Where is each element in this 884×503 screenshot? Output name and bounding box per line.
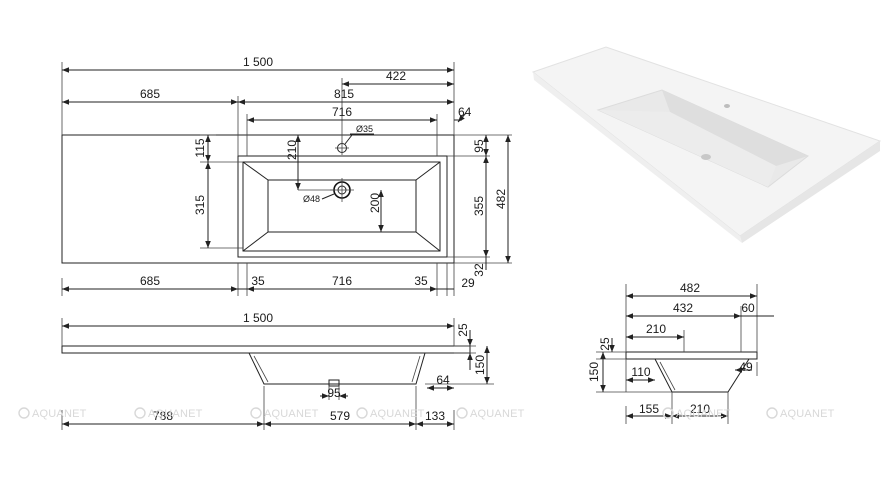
dim-right-mid: 355: [472, 196, 486, 216]
top-dimensions: 1 500 422 685 815 716 64 Ø35 210 Ø48 200…: [61, 55, 512, 277]
dim-side-210b: 210: [690, 402, 710, 416]
dim-tap-offset: 210: [285, 140, 299, 160]
dim-basin-depth: 315: [193, 195, 207, 215]
dim-side-60: 60: [741, 301, 755, 315]
countertop-outline: [61, 134, 455, 264]
side-bowl: [654, 358, 750, 393]
front-bowl: [248, 352, 426, 385]
watermark-logo: AQUANET: [264, 408, 319, 420]
watermark-logo: AQUANET: [32, 408, 87, 420]
dim-below-left: 685: [140, 274, 160, 288]
dim-right-bottom: 32: [472, 263, 486, 277]
watermark-logo: AQUANET: [148, 408, 203, 420]
dim-front-height: 150: [473, 355, 487, 375]
dim-right-offset: 422: [386, 69, 406, 83]
dim-side-432: 432: [673, 301, 693, 315]
dim-right-top: 95: [472, 139, 486, 153]
front-view: [61, 345, 471, 387]
dim-front-total: 1 500: [243, 311, 273, 325]
watermark-logo: AQUANET: [676, 408, 731, 420]
dim-side-110: 110: [631, 365, 650, 379]
dim-total-length: 1 500: [243, 55, 273, 69]
dim-front-579: 579: [330, 409, 350, 423]
dim-side-25: 25: [598, 337, 612, 351]
dim-side-482: 482: [680, 281, 700, 295]
dim-below-29: 29: [461, 276, 475, 290]
watermark-logo: AQUANET: [780, 408, 835, 420]
dim-below-35a: 35: [251, 274, 265, 288]
dim-front-64: 64: [436, 373, 450, 387]
dim-total-depth: 482: [494, 189, 508, 209]
dim-tap-hole: Ø35: [356, 124, 373, 134]
top-view: [61, 134, 455, 264]
front-slab: [61, 345, 471, 354]
dim-side-49: 49: [739, 360, 753, 374]
dim-side-155: 155: [639, 402, 659, 416]
dim-side-210: 210: [646, 322, 666, 336]
watermark-logo: AQUANET: [470, 408, 525, 420]
dim-below-35b: 35: [414, 274, 428, 288]
side-slab: [625, 351, 758, 360]
front-drain: [328, 379, 340, 387]
basin-rim: [242, 161, 441, 252]
product-render: [531, 46, 882, 243]
dim-rim-top: 115: [193, 138, 207, 157]
dim-edge-right: 64: [458, 105, 472, 119]
dim-basin-width: 716: [332, 105, 352, 119]
dim-front-drain: 95: [327, 386, 341, 400]
watermark-logo: AQUANET: [370, 408, 425, 420]
dim-side-150: 150: [587, 362, 601, 382]
dim-below-716: 716: [332, 274, 352, 288]
dim-drain-to-rim: 200: [368, 193, 382, 213]
side-dimensions: 482 432 60 210 25 150 110 49 155 210: [587, 281, 774, 424]
dim-front-133: 133: [425, 409, 445, 423]
dim-basin-section: 815: [334, 87, 354, 101]
dim-left-section: 685: [140, 87, 160, 101]
dim-front-thickness: 25: [456, 323, 470, 337]
bottom-chain-dimensions: 685 35 716 35 29: [61, 263, 475, 296]
watermarks: AQUANET AQUANET AQUANET AQUANET AQUANET …: [18, 407, 835, 420]
basin-outer: [237, 155, 448, 258]
dim-drain-dia: Ø48: [303, 194, 320, 204]
dim-front-788: 788: [153, 409, 173, 423]
front-dimensions: 1 500 25 150 95 64 788 579 133: [61, 311, 494, 430]
